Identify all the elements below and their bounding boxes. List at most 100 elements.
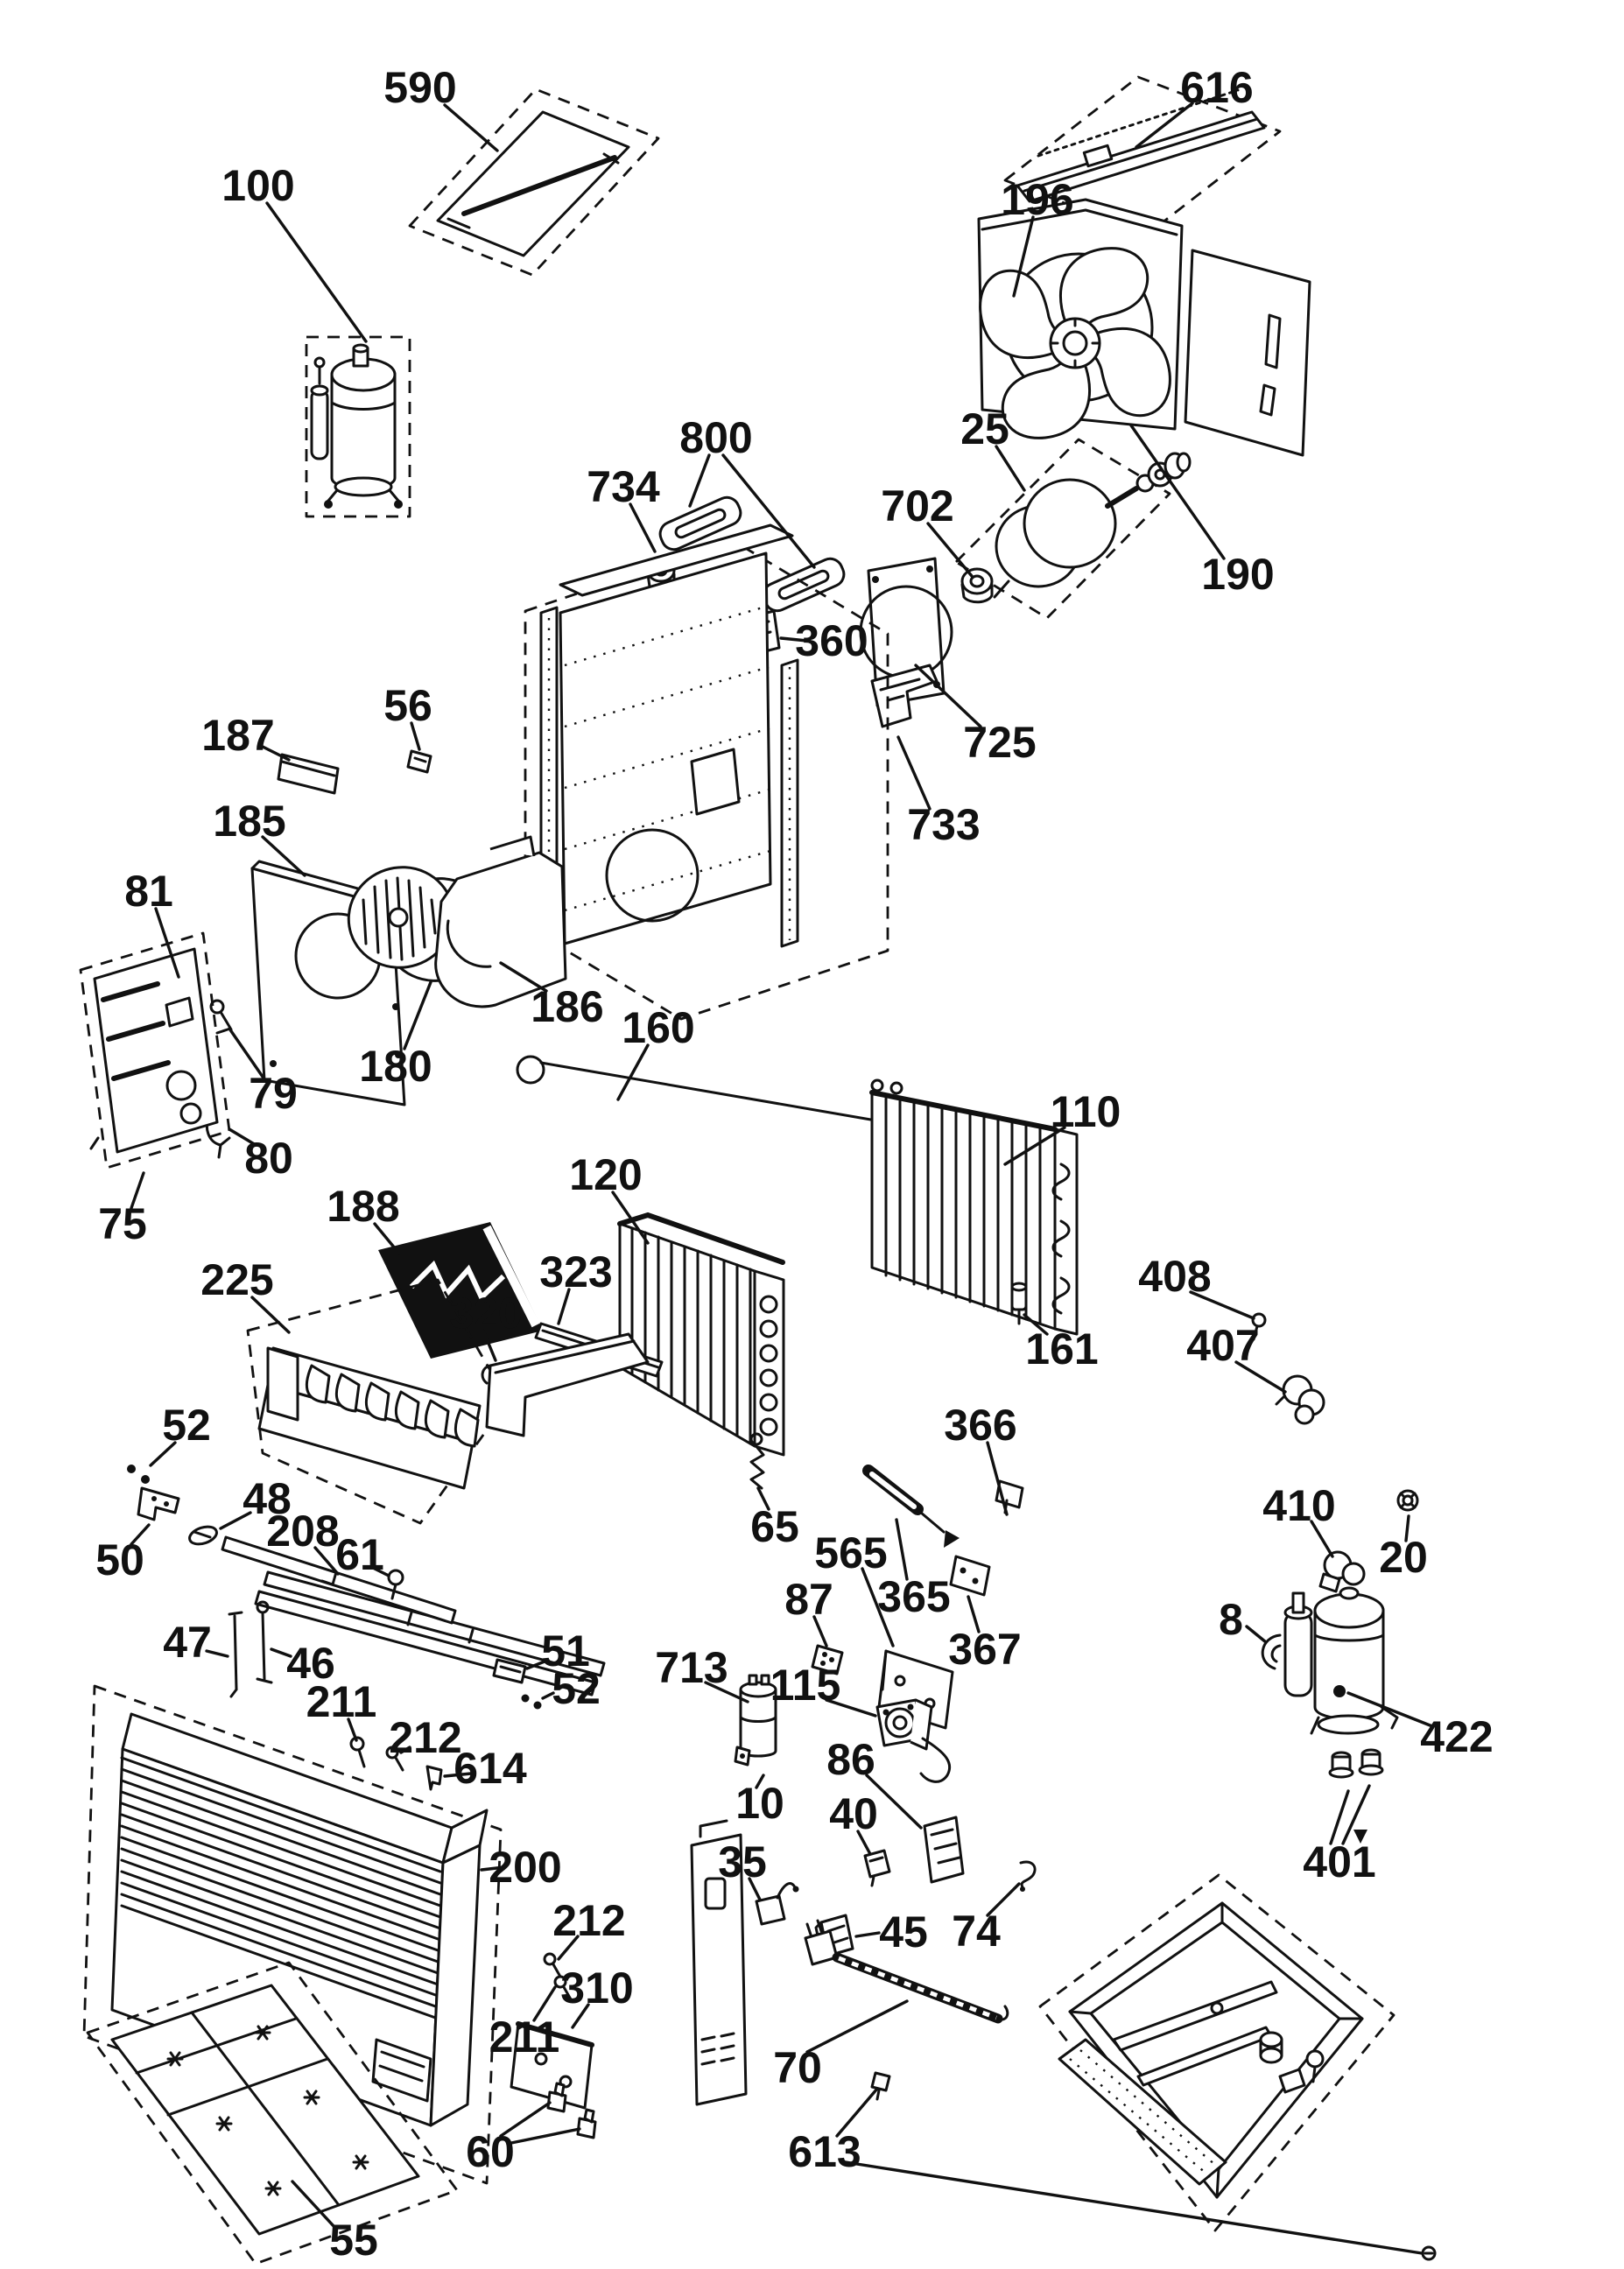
leader-line-52 (541, 1691, 555, 1700)
clip-614-drawing (425, 1765, 443, 1791)
rod-46-drawing (256, 1600, 273, 1684)
plate-310-drawing (510, 2021, 594, 2110)
bracket-50-drawing (137, 1486, 180, 1521)
part-label-20: 20 (1379, 1533, 1428, 1582)
part-label-87: 87 (784, 1575, 833, 1624)
screw-212-lower-drawing (543, 1952, 562, 1978)
condenser-coil-drawing (869, 1078, 1079, 1336)
part-label-713: 713 (655, 1643, 728, 1692)
part-label-100: 100 (221, 161, 294, 210)
part-label-46: 46 (286, 1639, 335, 1688)
leader-line-40 (856, 1830, 872, 1856)
compressor-422-drawing (1283, 1586, 1399, 1735)
screw-79-drawing (209, 999, 233, 1031)
part-label-86: 86 (826, 1735, 875, 1784)
top-cover-drawing (408, 88, 660, 277)
part-label-401: 401 (1303, 1837, 1375, 1886)
switch-35-drawing (755, 1882, 799, 1926)
part-label-47: 47 (163, 1618, 212, 1667)
part-label-211: 211 (306, 1677, 377, 1726)
rail-208-drawing (221, 1535, 457, 1625)
clip-48-drawing (188, 1525, 218, 1546)
leader-line-35 (748, 1877, 762, 1901)
leader-line-25 (995, 445, 1026, 492)
leader-line-366 (986, 1441, 1009, 1516)
part-label-52: 52 (162, 1401, 211, 1450)
part-label-212: 212 (552, 1896, 625, 1945)
leader-line-408 (1189, 1290, 1255, 1320)
part-label-310: 310 (560, 1963, 633, 2013)
part-label-367: 367 (948, 1625, 1021, 1674)
leader-line-590 (443, 103, 499, 152)
part-label-725: 725 (963, 718, 1036, 767)
switch-86-drawing (923, 1816, 965, 1884)
pipe-8-drawing (1261, 1633, 1282, 1670)
thermistor-365-drawing (862, 1465, 946, 1534)
leader-line-323 (557, 1288, 571, 1325)
part-label-75: 75 (98, 1199, 147, 1248)
part-label-180: 180 (359, 1042, 432, 1091)
leader-line-401 (1329, 1789, 1350, 1845)
part-label-10: 10 (735, 1779, 784, 1828)
leader-line-320 (482, 1329, 497, 1362)
screws-52-right-drawing (521, 1694, 542, 1710)
leader-line-80 (228, 1127, 257, 1147)
arrow-to-365-position (944, 1530, 960, 1548)
pin-47-drawing (228, 1611, 243, 1698)
screws-52-left-drawing (127, 1465, 150, 1484)
leader-line-196 (1012, 215, 1035, 298)
leader-line-61 (369, 1565, 390, 1577)
part-label-408: 408 (1138, 1252, 1211, 1301)
leader-line-51 (525, 1660, 546, 1670)
leader-line-115 (825, 1698, 877, 1718)
leader-line-725 (914, 664, 982, 728)
part-label-208: 208 (266, 1507, 339, 1556)
leader-line-702 (926, 522, 974, 578)
insulation-foam-drawing (378, 1222, 543, 1359)
part-label-74: 74 (952, 1907, 1001, 1956)
part-label-60: 60 (466, 2127, 515, 2176)
bolt-161-drawing (1010, 1282, 1028, 1325)
leader-line-734 (629, 502, 657, 553)
leader-line-422 (1346, 1691, 1434, 1728)
part-label-40: 40 (829, 1789, 878, 1838)
spring-clip-65-drawing (749, 1432, 765, 1490)
part-label-185: 185 (213, 797, 285, 846)
leader-line-733 (896, 735, 932, 811)
drawings-layer (79, 75, 1437, 2265)
part-label-323: 323 (539, 1247, 612, 1296)
leader-line-180 (403, 980, 432, 1050)
leader-line-211 (532, 1985, 557, 2022)
part-label-115: 115 (770, 1661, 841, 1710)
leader-line-79 (228, 1027, 264, 1078)
leader-line-8 (1245, 1625, 1268, 1644)
nut-20-drawing (1396, 1489, 1419, 1512)
leader-line-120 (611, 1191, 650, 1245)
base-pan-drawing (1038, 1873, 1437, 2261)
leader-line-160 (616, 1043, 650, 1101)
part-label-734: 734 (587, 462, 660, 511)
leader-line-410 (1310, 1520, 1334, 1558)
leader-line-200 (480, 1865, 506, 1872)
leader-line-81 (154, 907, 180, 979)
part-label-225: 225 (200, 1255, 273, 1304)
part-label-212: 212 (389, 1713, 461, 1762)
leader-line-800 (688, 453, 711, 508)
fan-motor-drawing (954, 438, 1192, 620)
part-label-186: 186 (531, 982, 603, 1031)
part-label-51: 51 (541, 1626, 590, 1675)
part-label-48: 48 (243, 1474, 292, 1523)
part-label-45: 45 (879, 1907, 928, 1956)
part-label-613: 613 (788, 2127, 861, 2176)
leader-line-186 (499, 961, 548, 993)
clip-40-drawing (863, 1849, 891, 1887)
part-label-120: 120 (569, 1150, 642, 1199)
part-label-61: 61 (335, 1530, 384, 1579)
part-label-55: 55 (329, 2216, 378, 2265)
leader-line-52 (149, 1441, 177, 1467)
part-label-79: 79 (249, 1069, 298, 1118)
part-label-35: 35 (718, 1837, 767, 1886)
clip-613-drawing (870, 2071, 891, 2101)
